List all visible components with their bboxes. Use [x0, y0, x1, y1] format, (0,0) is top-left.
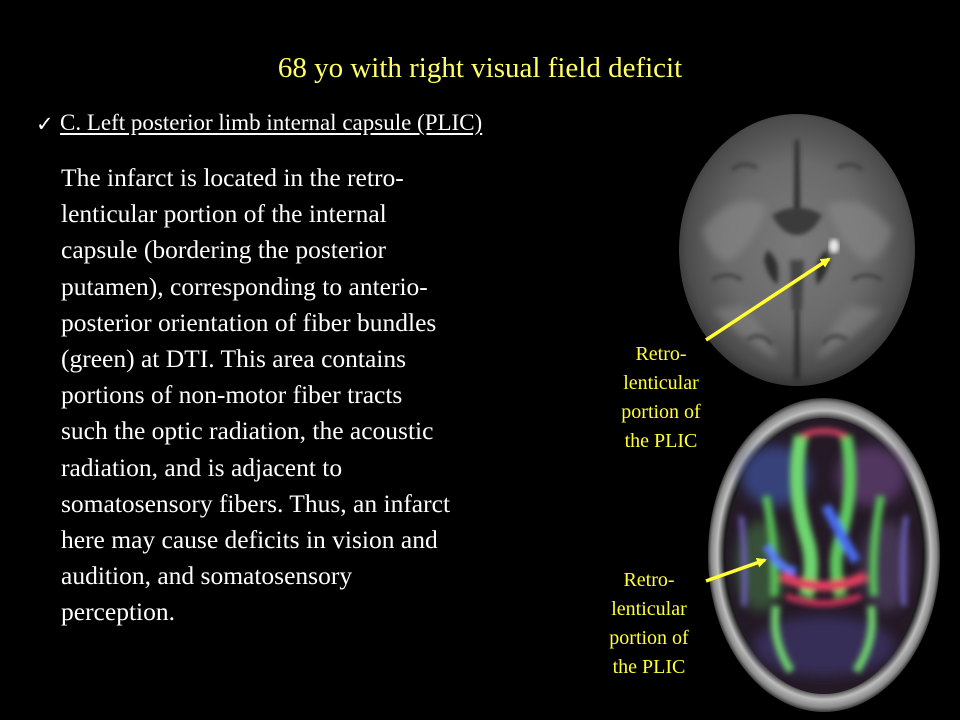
label-top: Retro- lenticular portion of the PLIC: [598, 340, 724, 456]
label-line: lenticular: [623, 372, 699, 394]
label-line: portion of: [609, 627, 689, 649]
label-line: the PLIC: [624, 430, 698, 452]
label-line: portion of: [621, 401, 701, 423]
text-line: perception.: [61, 597, 175, 627]
answer-subheading: C. Left posterior limb internal capsule …: [60, 110, 483, 135]
text-line: portions of non-motor fiber tracts: [61, 380, 403, 410]
label-line: lenticular: [611, 598, 687, 620]
label-line: the PLIC: [612, 656, 686, 678]
text-line: capsule (bordering the posterior: [61, 235, 387, 265]
checkmark-icon: ✓: [36, 112, 54, 136]
text-line: (green) at DTI. This area contains: [61, 344, 407, 374]
text-line: radiation, and is adjacent to: [61, 452, 343, 482]
text-line: audition, and somatosensory: [61, 561, 353, 591]
label-line: Retro-: [623, 569, 675, 591]
text-line: The infarct is located in the retro-: [61, 163, 404, 192]
text-line: here may cause deficits in vision and: [61, 525, 438, 555]
text-line: such the optic radiation, the acoustic: [61, 416, 434, 446]
slide-title: 68 yo with right visual field deficit: [277, 52, 683, 84]
text-line: posterior orientation of fiber bundles: [61, 307, 437, 337]
text-line: somatosensory fibers. Thus, an infarct: [61, 488, 451, 518]
text-line: lenticular portion of the internal: [61, 199, 387, 229]
explanation-text: The infarct is located in the retro- len…: [61, 160, 551, 631]
text-line: putamen), corresponding to anterio-: [61, 271, 428, 301]
label-line: Retro-: [635, 343, 687, 365]
dti-color-image: [706, 396, 942, 714]
label-bottom: Retro- lenticular portion of the PLIC: [586, 566, 712, 682]
